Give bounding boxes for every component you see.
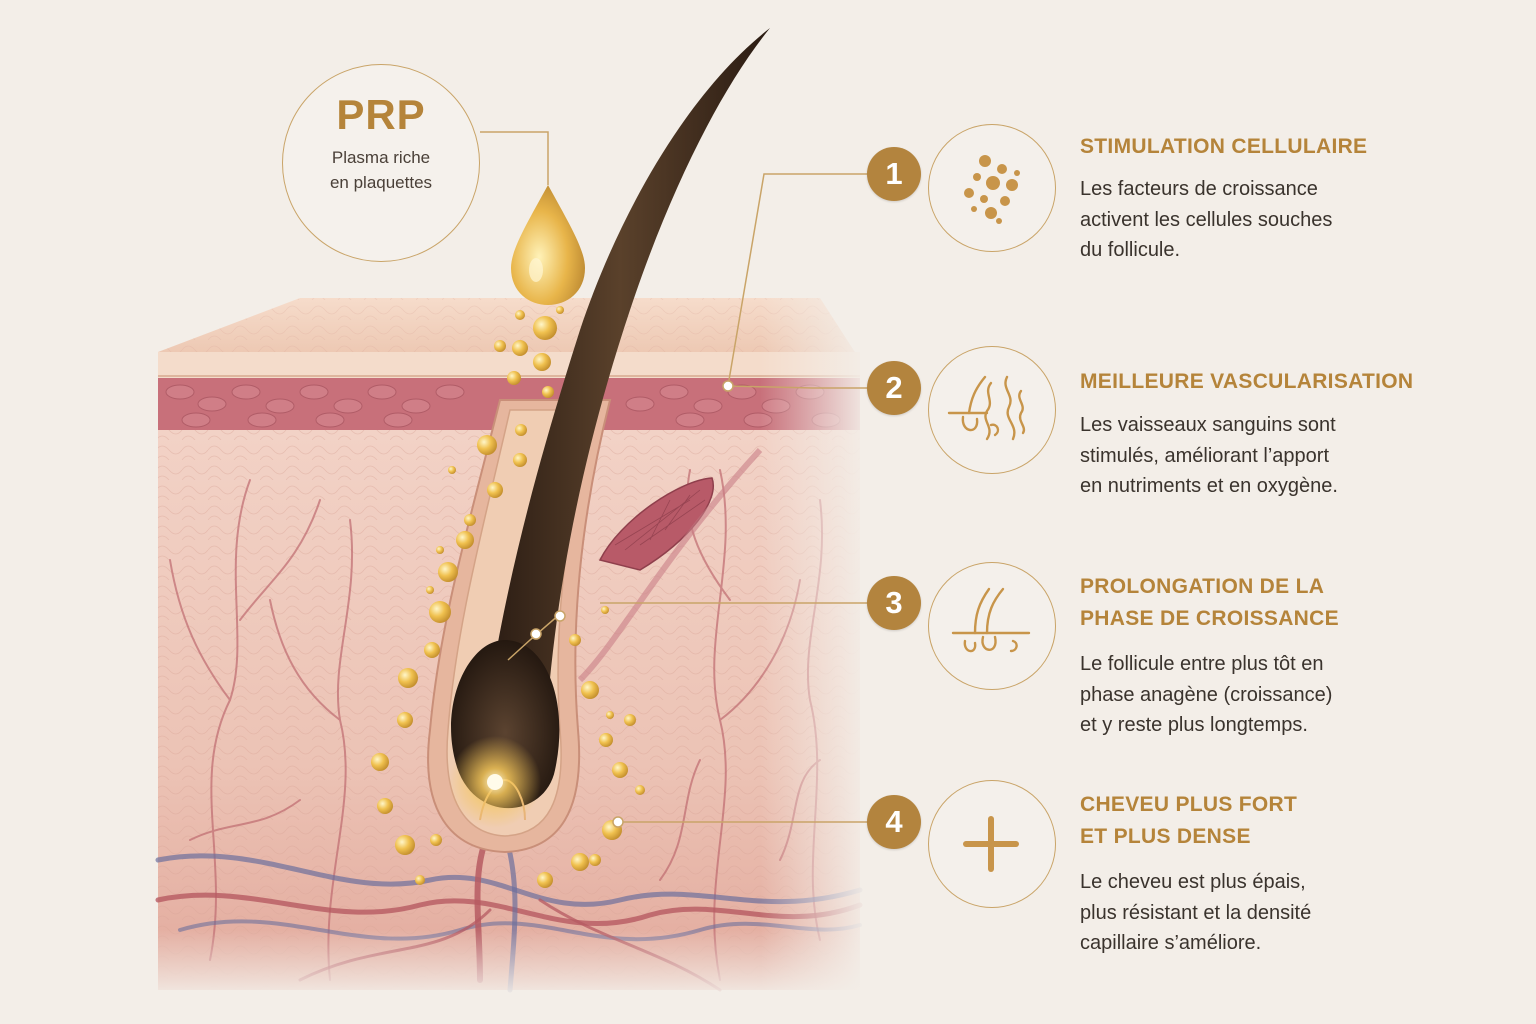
step-1-description: Les facteurs de croissance activent les … xyxy=(1080,174,1480,266)
step-2-title: MEILLEURE VASCULARISATION xyxy=(1080,366,1500,398)
step-title-line: ET PLUS DENSE xyxy=(1080,825,1251,848)
step-desc-line: activent les cellules souches xyxy=(1080,208,1333,231)
step-3-title: PROLONGATION DE LA PHASE DE CROISSANCE xyxy=(1080,571,1500,635)
step-title-line: PHASE DE CROISSANCE xyxy=(1080,607,1339,630)
step-number-4: 4 xyxy=(867,795,921,849)
step-desc-line: du follicule. xyxy=(1080,239,1181,261)
step-desc-line: Les vaisseaux sanguins sont xyxy=(1080,414,1336,436)
step-desc-line: plus résistant et la densité xyxy=(1080,901,1312,924)
step-desc-line: phase anagène (croissance) xyxy=(1080,683,1333,706)
step-2-description: Les vaisseaux sanguins sont stimulés, am… xyxy=(1080,410,1480,502)
prp-subtitle-line: en plaquettes xyxy=(329,173,433,192)
step-title-line: STIMULATION CELLULAIRE xyxy=(1080,135,1368,158)
step-number-3: 3 xyxy=(867,576,921,630)
step-desc-line: capillaire s’améliore. xyxy=(1080,932,1262,954)
prp-subtitle: Plasma riche en plaquettes xyxy=(303,145,459,195)
step-desc-line: en nutriments et en oxygène. xyxy=(1080,475,1338,497)
cells-icon xyxy=(928,124,1056,252)
vessels-icon xyxy=(928,346,1056,474)
prp-subtitle-line: Plasma riche xyxy=(331,148,431,167)
prp-callout: PRP Plasma riche en plaquettes xyxy=(282,64,480,262)
step-number-2: 2 xyxy=(867,361,921,415)
step-1-title: STIMULATION CELLULAIRE xyxy=(1080,131,1500,163)
step-desc-line: Les facteurs de croissance xyxy=(1080,178,1318,200)
step-desc-line: Le follicule entre plus tôt en xyxy=(1080,653,1324,675)
step-desc-line: Le cheveu est plus épais, xyxy=(1080,871,1306,893)
hair-growth-icon xyxy=(928,562,1056,690)
step-3-description: Le follicule entre plus tôt en phase ana… xyxy=(1080,649,1480,741)
step-title-line: PROLONGATION DE LA xyxy=(1080,575,1325,598)
prp-title: PRP xyxy=(336,91,426,138)
step-title-line: MEILLEURE VASCULARISATION xyxy=(1080,370,1414,393)
plus-icon xyxy=(928,780,1056,908)
step-number-1: 1 xyxy=(867,147,921,201)
step-desc-line: stimulés, améliorant l’apport xyxy=(1080,444,1329,467)
step-desc-line: et y reste plus longtemps. xyxy=(1080,714,1308,736)
step-4-title: CHEVEU PLUS FORT ET PLUS DENSE xyxy=(1080,789,1500,853)
step-title-line: CHEVEU PLUS FORT xyxy=(1080,793,1298,816)
step-4-description: Le cheveu est plus épais, plus résistant… xyxy=(1080,867,1480,959)
